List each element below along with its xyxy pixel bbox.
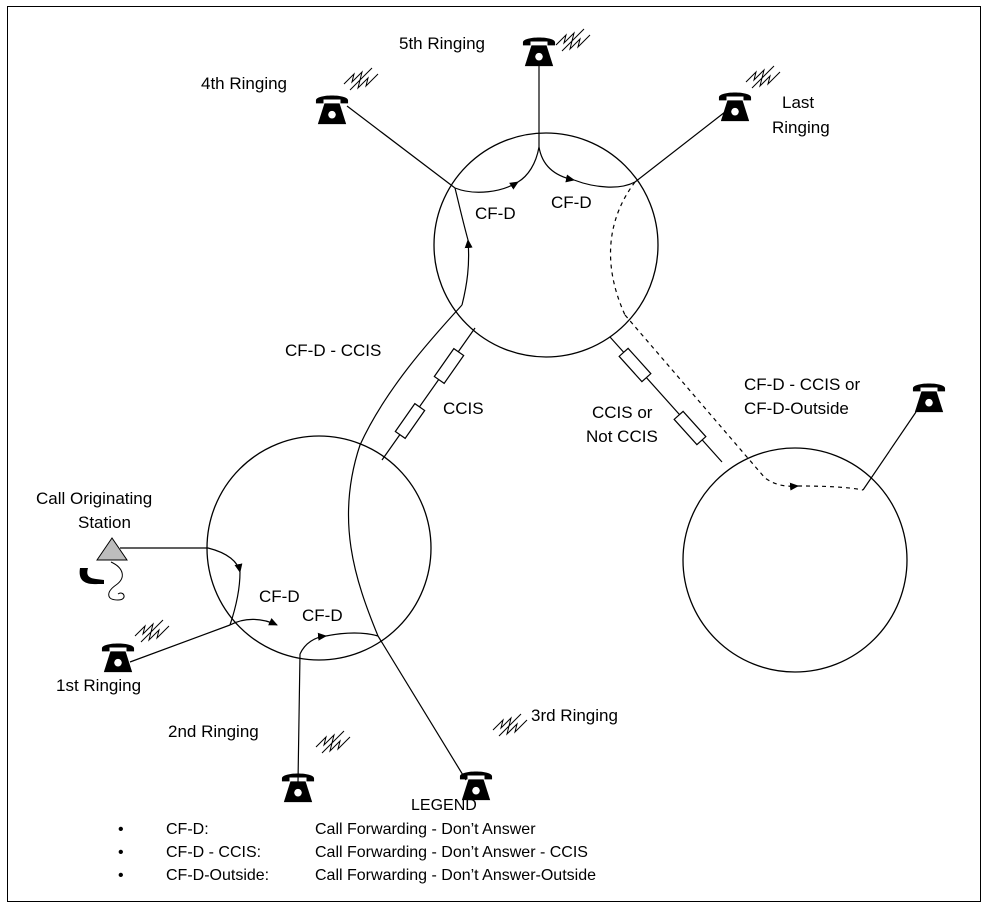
ringing-label-5th: 5th Ringing — [399, 34, 485, 53]
outside-forwarding-dashed — [609, 181, 864, 491]
ringing-label-last-line2: Ringing — [772, 118, 830, 137]
cfd-label-top-right: CF-D — [551, 193, 592, 212]
cfd-label-left-2: CF-D — [302, 606, 343, 625]
legend-desc: Call Forwarding - Don’t Answer-Outside — [315, 867, 596, 884]
legend: LEGEND • CF-D: Call Forwarding - Don’t A… — [118, 797, 596, 884]
call-orig-label-line1: Call Originating — [36, 489, 152, 508]
legend-term: CF-D-Outside: — [166, 867, 269, 884]
ccis-or-label-line2: Not CCIS — [586, 427, 658, 446]
ringing-icon-2nd — [315, 730, 351, 754]
legend-title: LEGEND — [411, 797, 477, 814]
ringing-label-2nd: 2nd Ringing — [168, 722, 259, 741]
trunk-top-right — [609, 336, 723, 463]
ringing-label-4th: 4th Ringing — [201, 74, 287, 93]
ringing-label-1st: 1st Ringing — [56, 676, 141, 695]
ringing-icon-5th — [555, 28, 591, 52]
cfd-label-top-left: CF-D — [475, 204, 516, 223]
originating-station-icon — [79, 537, 128, 601]
cfd-label-left-1: CF-D — [259, 587, 300, 606]
ringing-icon-4th — [343, 67, 379, 91]
call-path-lines — [120, 64, 917, 783]
outside-label-line2: CF-D-Outside — [744, 399, 849, 418]
phone-icon-outside — [912, 383, 946, 413]
ringing-icon-1st — [134, 619, 170, 643]
phone-icon-4th-ringing — [315, 95, 349, 125]
phone-icon-5th-ringing — [522, 37, 556, 67]
phone-icon-3rd-ringing — [459, 771, 493, 801]
ringing-icon-last — [745, 65, 781, 89]
legend-bullet: • — [118, 821, 124, 838]
switch-node-right — [682, 447, 908, 673]
legend-term: CF-D - CCIS: — [166, 844, 261, 861]
switch-node-left — [206, 435, 432, 661]
legend-bullet: • — [118, 844, 124, 861]
ccis-label: CCIS — [443, 399, 484, 418]
switch-node-top — [433, 132, 659, 358]
cfd-ccis-label: CF-D - CCIS — [285, 341, 381, 360]
ccis-trunk-left-top — [381, 327, 476, 461]
phone-icon-last-ringing — [718, 92, 752, 122]
diagram-frame — [7, 6, 981, 902]
phone-icon-1st-ringing — [101, 643, 135, 673]
outside-label-line1: CF-D - CCIS or — [744, 375, 861, 394]
call-orig-label-line2: Station — [78, 513, 131, 532]
legend-desc: Call Forwarding - Don’t Answer — [315, 821, 536, 838]
ccis-or-label-line1: CCIS or — [592, 403, 653, 422]
legend-desc: Call Forwarding - Don’t Answer - CCIS — [315, 844, 588, 861]
legend-bullet: • — [118, 867, 124, 884]
ringing-label-last-line1: Last — [782, 93, 814, 112]
ringing-label-3rd: 3rd Ringing — [531, 706, 618, 725]
legend-term: CF-D: — [166, 821, 209, 838]
ringing-icon-3rd — [492, 713, 528, 737]
